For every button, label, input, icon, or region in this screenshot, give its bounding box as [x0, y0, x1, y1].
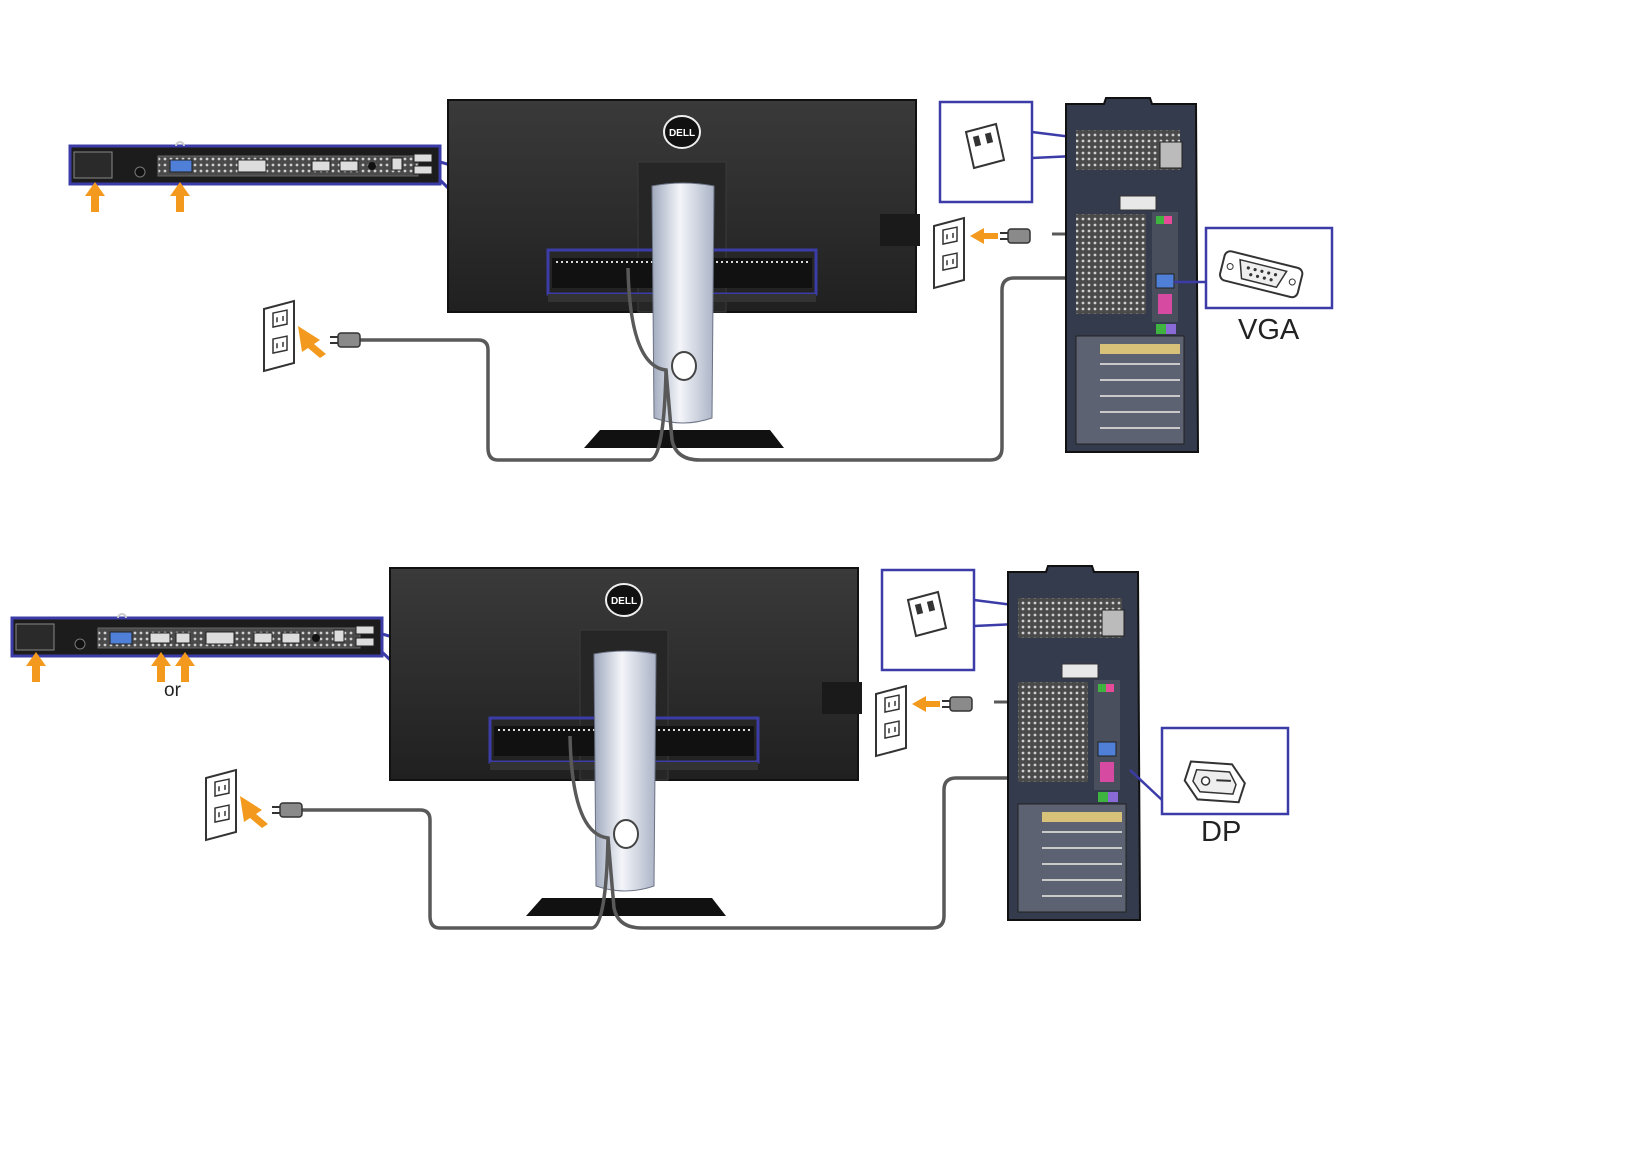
vga-label: VGA: [1238, 314, 1299, 347]
outlet-arrow: [240, 796, 268, 828]
pc-power-plug: [1000, 229, 1030, 243]
vga-port-arrow: [170, 182, 190, 212]
monitor-port-panel: [70, 142, 440, 184]
dell-logo: DELL: [611, 596, 637, 607]
wall-outlet: [264, 301, 294, 371]
power-plug: [272, 803, 302, 817]
power-port-arrow: [85, 182, 105, 212]
dell-logo: DELL: [669, 128, 695, 139]
dp-connection-diagram: DELL: [12, 566, 1288, 928]
dp-label: DP: [1201, 816, 1241, 849]
dp-callout: [1130, 728, 1288, 814]
pc-tower-back: [1008, 566, 1140, 920]
outlet-arrow: [298, 326, 326, 358]
monitor-port-panel: [12, 614, 382, 656]
or-label: or: [164, 680, 181, 702]
power-socket-icon: [908, 592, 946, 636]
vga-connection-diagram: DELL: [70, 98, 1332, 460]
pc-power-plug: [942, 697, 972, 711]
pc-tower-back: [1066, 98, 1198, 452]
pc-wall-outlet: [934, 218, 964, 288]
pc-outlet-arrow: [970, 228, 998, 244]
pc-wall-outlet: [876, 686, 906, 756]
wall-outlet: [206, 770, 236, 840]
power-plug: [330, 333, 360, 347]
power-socket-icon: [966, 124, 1004, 168]
pc-outlet-arrow: [912, 696, 940, 712]
